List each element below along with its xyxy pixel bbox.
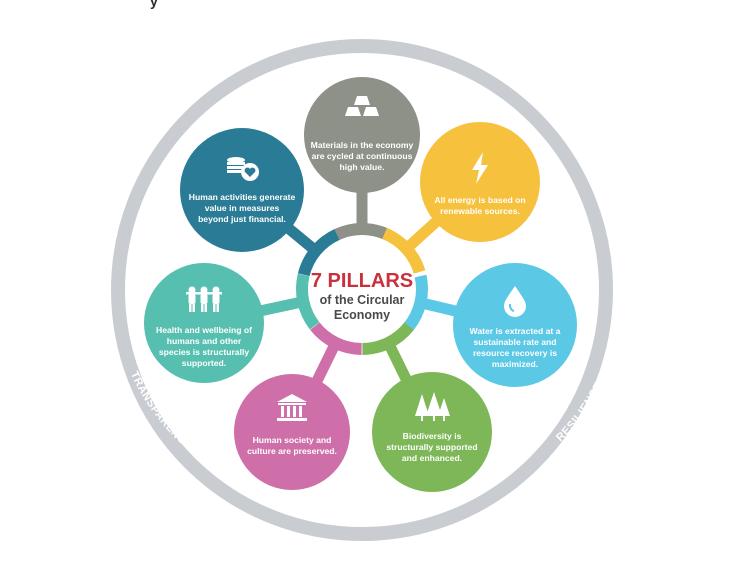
gold-bars-icon [345, 96, 379, 116]
people-icon [186, 286, 222, 312]
pillar-text-line: Human activities generate [189, 192, 296, 202]
pillar-text-line: culture are preserved. [247, 446, 337, 456]
stem-culture [310, 340, 340, 389]
ring-label-equity: EQUITY [339, 15, 385, 28]
stem-water [418, 298, 465, 318]
stem-value [281, 221, 319, 254]
stem-health [253, 296, 305, 317]
pillar-stems [253, 183, 465, 389]
coins-heart-icon [227, 157, 259, 181]
pillar-circle-energy [420, 122, 540, 242]
pillar-circle-biodiversity [372, 372, 492, 492]
museum-icon [277, 394, 307, 421]
pillar-circle-water [453, 263, 577, 387]
stem-energy [403, 214, 445, 252]
pillar-text-line: renewable sources. [440, 206, 520, 216]
cropped-heading-fragment: y [150, 0, 158, 9]
center-subtitle-line2: Economy [334, 308, 390, 322]
pillar-text-line: supported. [182, 358, 226, 368]
pillar-text-line: humans and other [167, 336, 242, 346]
center-subtitle-line1: of the Circular [320, 293, 405, 307]
pillar-text-line: structurally supported [386, 442, 477, 452]
pillar-text-line: Biodiversity is [403, 431, 462, 441]
pillar-text-line: are cycled at continuous [312, 151, 413, 161]
center-circle [310, 237, 414, 341]
lightning-icon [472, 152, 488, 184]
water-drop-icon [504, 286, 526, 317]
pillar-text-line: beyond just financial. [198, 214, 286, 224]
pillar-circle-health [144, 263, 264, 383]
pillar-text-line: value in measures [205, 203, 280, 213]
pillar-text-line: sustainable rate and [473, 337, 556, 347]
center-title: 7 PILLARS [311, 270, 413, 292]
pillar-circle-value [180, 128, 304, 252]
pillar-text-line: resource recovery is [473, 348, 557, 358]
pillar-text-line: Human society and [253, 435, 332, 445]
pillar-text-line: All energy is based on [434, 195, 525, 205]
pillar-text-line: maximized. [492, 359, 538, 369]
outer-ring [111, 39, 613, 541]
pillar-text-line: species is structurally [159, 347, 250, 357]
pillar-text-line: high value. [340, 162, 385, 172]
trees-icon [415, 392, 450, 421]
pillar-text-line: and enhanced. [402, 453, 462, 463]
stem-biodiversity [384, 340, 413, 388]
pillar-circle-culture [234, 374, 350, 490]
pillar-text-line: Health and wellbeing of [156, 325, 252, 335]
pillar-text-line: Water is extracted at a [470, 326, 561, 336]
pillar-circle-materials [304, 77, 420, 193]
pillar-text-line: Materials in the economy [311, 140, 414, 150]
